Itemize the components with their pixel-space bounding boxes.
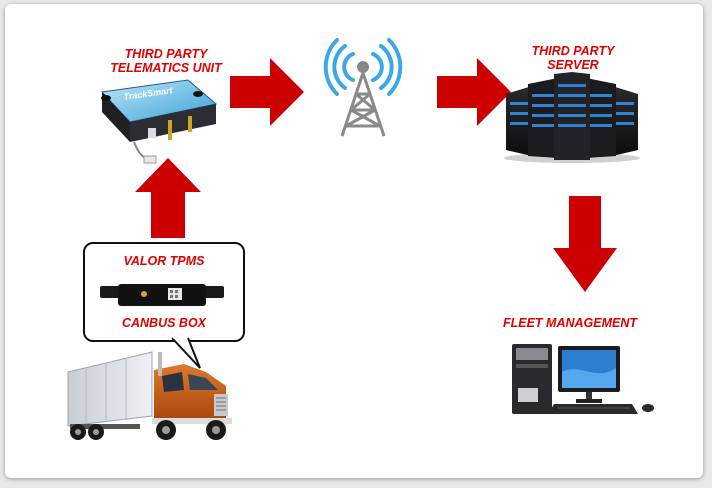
server-label-line1: THIRD PARTY [531, 44, 615, 58]
valor-tpms-label: VALOR TPMS [123, 254, 205, 268]
telematics-label-line1: THIRD PARTY [124, 47, 208, 61]
server-label-line2: SERVER [547, 58, 599, 72]
telematics-unit-label: THIRD PARTY TELEMATICS UNIT [96, 47, 236, 75]
cell-tower-icon [323, 38, 403, 137]
telematics-label-line2: TELEMATICS UNIT [110, 61, 222, 75]
canbus-box-icon [100, 284, 224, 306]
telematics-unit-icon: TrackSmart [100, 79, 218, 164]
arrow-canbus-to-telematics [135, 158, 201, 238]
desktop-computer-icon [512, 344, 654, 414]
arrow-telematics-to-tower [230, 58, 304, 126]
semi-truck-icon [67, 351, 232, 440]
server-rack-icon [504, 72, 640, 163]
arrow-server-to-fleet [553, 196, 617, 292]
arrow-tower-to-server [437, 58, 511, 126]
canbus-box-label: CANBUS BOX [121, 316, 207, 330]
fleet-management-label: FLEET MANAGEMENT [502, 316, 638, 330]
callout-pointer [171, 335, 201, 369]
server-label: THIRD PARTY SERVER [518, 44, 628, 72]
